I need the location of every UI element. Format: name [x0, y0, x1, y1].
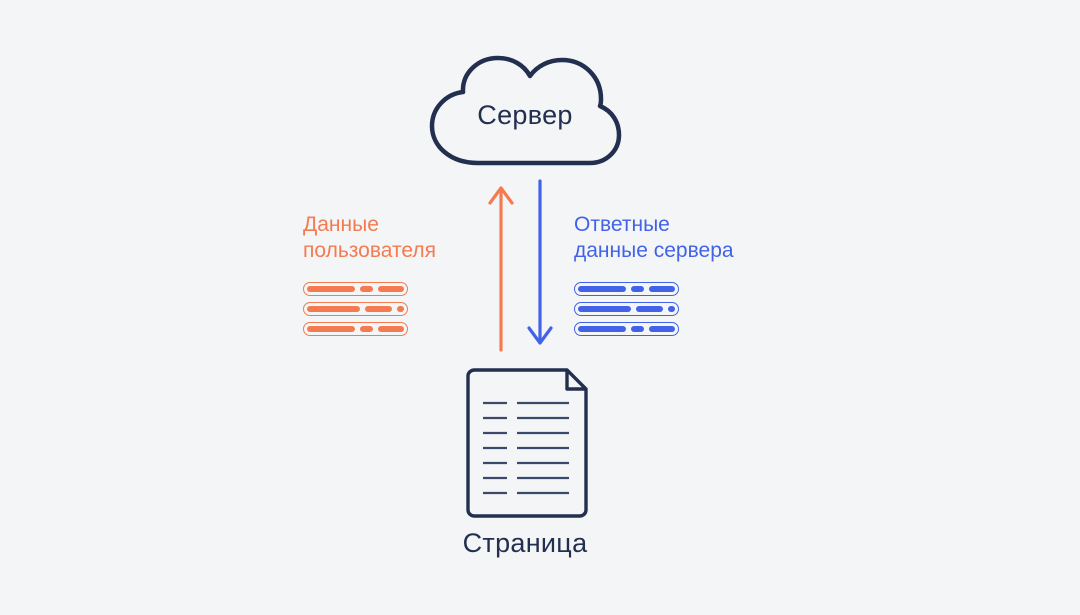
- bar-segment: [364, 306, 392, 312]
- user-data-title: Данные пользователя: [303, 213, 436, 262]
- server-response-title: Ответные данные сервера: [574, 213, 734, 262]
- data-bar: [574, 322, 679, 336]
- arrow-up-orange: [488, 186, 514, 352]
- bar-segment: [635, 306, 663, 312]
- bar-segment: [667, 306, 675, 312]
- bar-segment: [378, 286, 404, 292]
- data-bar: [303, 302, 408, 316]
- user-data-bars: [303, 282, 503, 336]
- bar-segment: [360, 286, 374, 292]
- server-node: Сервер: [420, 50, 630, 170]
- data-bar: [574, 282, 679, 296]
- document-icon: [466, 368, 588, 518]
- server-response-flow: Ответные данные сервера: [574, 212, 794, 336]
- bar-segment: [631, 326, 645, 332]
- page-label: Страница: [462, 528, 588, 558]
- user-data-flow: Данные пользователя: [303, 212, 503, 336]
- bar-segment: [378, 326, 404, 332]
- flow-arrows: [470, 178, 570, 353]
- arrow-down-blue: [527, 179, 553, 345]
- bar-segment: [307, 306, 360, 312]
- bar-segment: [578, 326, 627, 332]
- document-text-lines: [483, 401, 569, 495]
- bar-segment: [578, 286, 627, 292]
- bar-segment: [307, 326, 356, 332]
- bar-segment: [649, 286, 675, 292]
- bar-segment: [307, 286, 356, 292]
- bar-segment: [649, 326, 675, 332]
- bar-segment: [631, 286, 645, 292]
- data-bar: [303, 322, 408, 336]
- bar-segment: [360, 326, 374, 332]
- bar-segment: [578, 306, 631, 312]
- bar-segment: [396, 306, 404, 312]
- server-response-bars: [574, 282, 794, 336]
- data-bar: [574, 302, 679, 316]
- cloud-icon: [429, 55, 622, 166]
- data-bar: [303, 282, 408, 296]
- page-node: [455, 368, 595, 518]
